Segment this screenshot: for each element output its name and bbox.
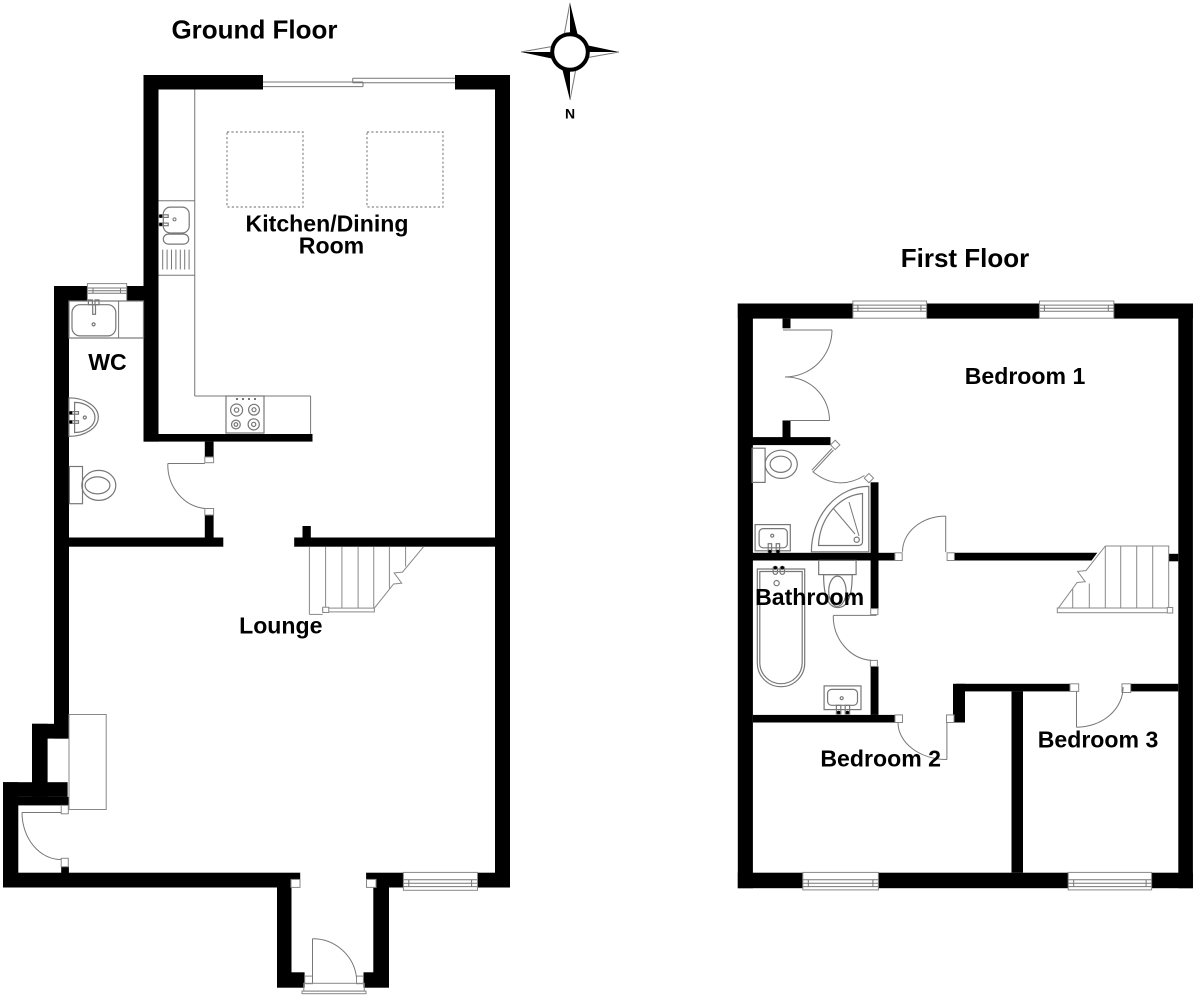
svg-text:First Floor: First Floor	[901, 243, 1030, 273]
svg-text:Kitchen/Dining: Kitchen/Dining	[246, 210, 409, 236]
svg-text:Room: Room	[299, 233, 364, 259]
svg-text:Ground Floor: Ground Floor	[171, 15, 337, 45]
svg-text:Bedroom 1: Bedroom 1	[965, 363, 1086, 389]
svg-text:WC: WC	[88, 349, 127, 375]
svg-text:Bathroom: Bathroom	[755, 584, 864, 610]
svg-text:Lounge: Lounge	[239, 613, 323, 639]
svg-text:Bedroom 3: Bedroom 3	[1038, 727, 1159, 753]
svg-text:N: N	[565, 106, 575, 122]
svg-text:Bedroom 2: Bedroom 2	[820, 745, 941, 771]
